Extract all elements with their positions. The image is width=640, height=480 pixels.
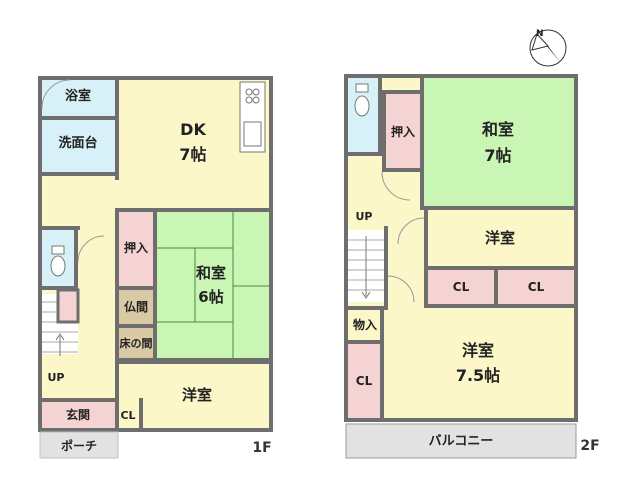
wall: [378, 78, 382, 156]
wall: [380, 306, 384, 418]
wall: [42, 172, 115, 176]
floor-1-plan: [38, 76, 273, 459]
label-genkan: 玄関: [66, 407, 90, 422]
label-butsuma: 仏間: [124, 300, 148, 314]
label-yoshitsu-large-2f: 洋室: [462, 341, 494, 360]
stairs-up-arrowhead: [55, 333, 65, 341]
label-oshiire-1f: 押入: [124, 240, 148, 255]
oshiire-2f: [386, 94, 420, 168]
wall: [74, 230, 78, 290]
porch: [39, 431, 119, 459]
wall: [42, 226, 80, 230]
tokonoma: [119, 328, 153, 358]
toilet-tank-icon: [51, 245, 65, 255]
label-storage-2f: 物入: [353, 317, 377, 332]
wall: [384, 226, 388, 306]
stove-burner-icon: [252, 88, 260, 96]
label-washroom: 洗面台: [58, 135, 97, 151]
bath-room: [42, 80, 115, 116]
wall: [42, 398, 120, 402]
label-washitsu-1f-size: 6帖: [198, 288, 223, 306]
label-cl-2f-bottom: CL: [356, 374, 373, 388]
wall: [494, 270, 498, 304]
yoshitsu-large-2f: [388, 308, 574, 418]
wall: [382, 90, 386, 172]
wall: [424, 266, 574, 270]
door-swing: [41, 79, 71, 109]
label-dk-size: 7帖: [179, 145, 206, 164]
floor-2-plan: [344, 74, 578, 459]
label-cl-1f: CL: [120, 409, 135, 422]
label-washitsu-1f: 和室: [196, 264, 226, 282]
label-yoshitsu-1f: 洋室: [182, 386, 212, 404]
closet-cl-2f-right: [498, 270, 574, 304]
label-yoshitsu-large-2f-size: 7.5帖: [456, 366, 500, 385]
stove-burner-icon: [245, 88, 253, 96]
wall: [115, 208, 119, 360]
washitsu-2f: [424, 78, 574, 206]
genkan: [42, 402, 116, 428]
wall: [348, 306, 388, 310]
washroom: [42, 120, 115, 172]
wall: [119, 286, 157, 290]
wall: [119, 324, 157, 328]
wall: [420, 206, 574, 210]
floor-1-label: 1F: [252, 440, 271, 456]
washitsu-1f: [157, 212, 269, 358]
door-swing: [387, 275, 415, 303]
wall: [420, 78, 424, 210]
wall: [348, 340, 384, 344]
small-closet: [56, 288, 80, 324]
closet-cl-2f-left: [428, 270, 494, 304]
butsuma: [119, 290, 153, 324]
wall: [119, 208, 269, 212]
wall: [42, 116, 115, 120]
wall: [382, 90, 424, 94]
label-porch: ポーチ: [61, 438, 97, 453]
toilet-icon: [354, 95, 370, 117]
wall: [115, 360, 119, 428]
wall: [153, 212, 157, 360]
label-dk: DK: [180, 120, 206, 139]
door-swing: [397, 217, 425, 245]
label-cl-2f-left: CL: [453, 280, 470, 294]
toilet-icon: [50, 255, 66, 277]
compass-north-label: N: [536, 29, 544, 39]
closet-cl-2f-bottom: [348, 344, 380, 418]
wall: [42, 286, 78, 290]
compass-icon: N: [529, 29, 567, 67]
wall: [139, 398, 143, 428]
oshiire-1f: [119, 212, 153, 286]
wall: [348, 152, 378, 156]
door-swing: [77, 235, 105, 263]
label-stairs-up-2f: UP: [356, 210, 373, 223]
tatami-lines: [157, 212, 269, 358]
label-stairs-up-1f: UP: [48, 371, 65, 384]
sink-icon: [243, 121, 262, 147]
wall: [115, 358, 269, 364]
stove-burner-icon: [245, 96, 253, 104]
label-washitsu-2f: 和室: [482, 120, 514, 139]
label-tokonoma: 床の間: [120, 336, 153, 350]
label-yoshitsu-small-2f: 洋室: [485, 229, 515, 247]
wall: [424, 304, 574, 308]
label-bath: 浴室: [65, 88, 91, 104]
floor-2-label: 2F: [580, 438, 599, 454]
balcony: [345, 423, 577, 459]
label-balcony: バルコニー: [429, 434, 494, 449]
label-washitsu-2f-size: 7帖: [484, 146, 511, 165]
label-cl-2f-right: CL: [528, 280, 545, 294]
door-swing: [381, 171, 411, 201]
toilet-tank-icon: [355, 83, 369, 93]
label-oshiire-2f: 押入: [391, 124, 415, 139]
wall: [382, 168, 424, 172]
wall: [424, 210, 428, 304]
yoshitsu-small-2f: [428, 210, 574, 266]
stove-burner-icon: [252, 96, 260, 104]
stairs-arrowhead-2f: [361, 291, 371, 299]
wall: [115, 80, 119, 180]
storage-2f: [348, 310, 384, 340]
yoshitsu-1f: [119, 364, 269, 428]
